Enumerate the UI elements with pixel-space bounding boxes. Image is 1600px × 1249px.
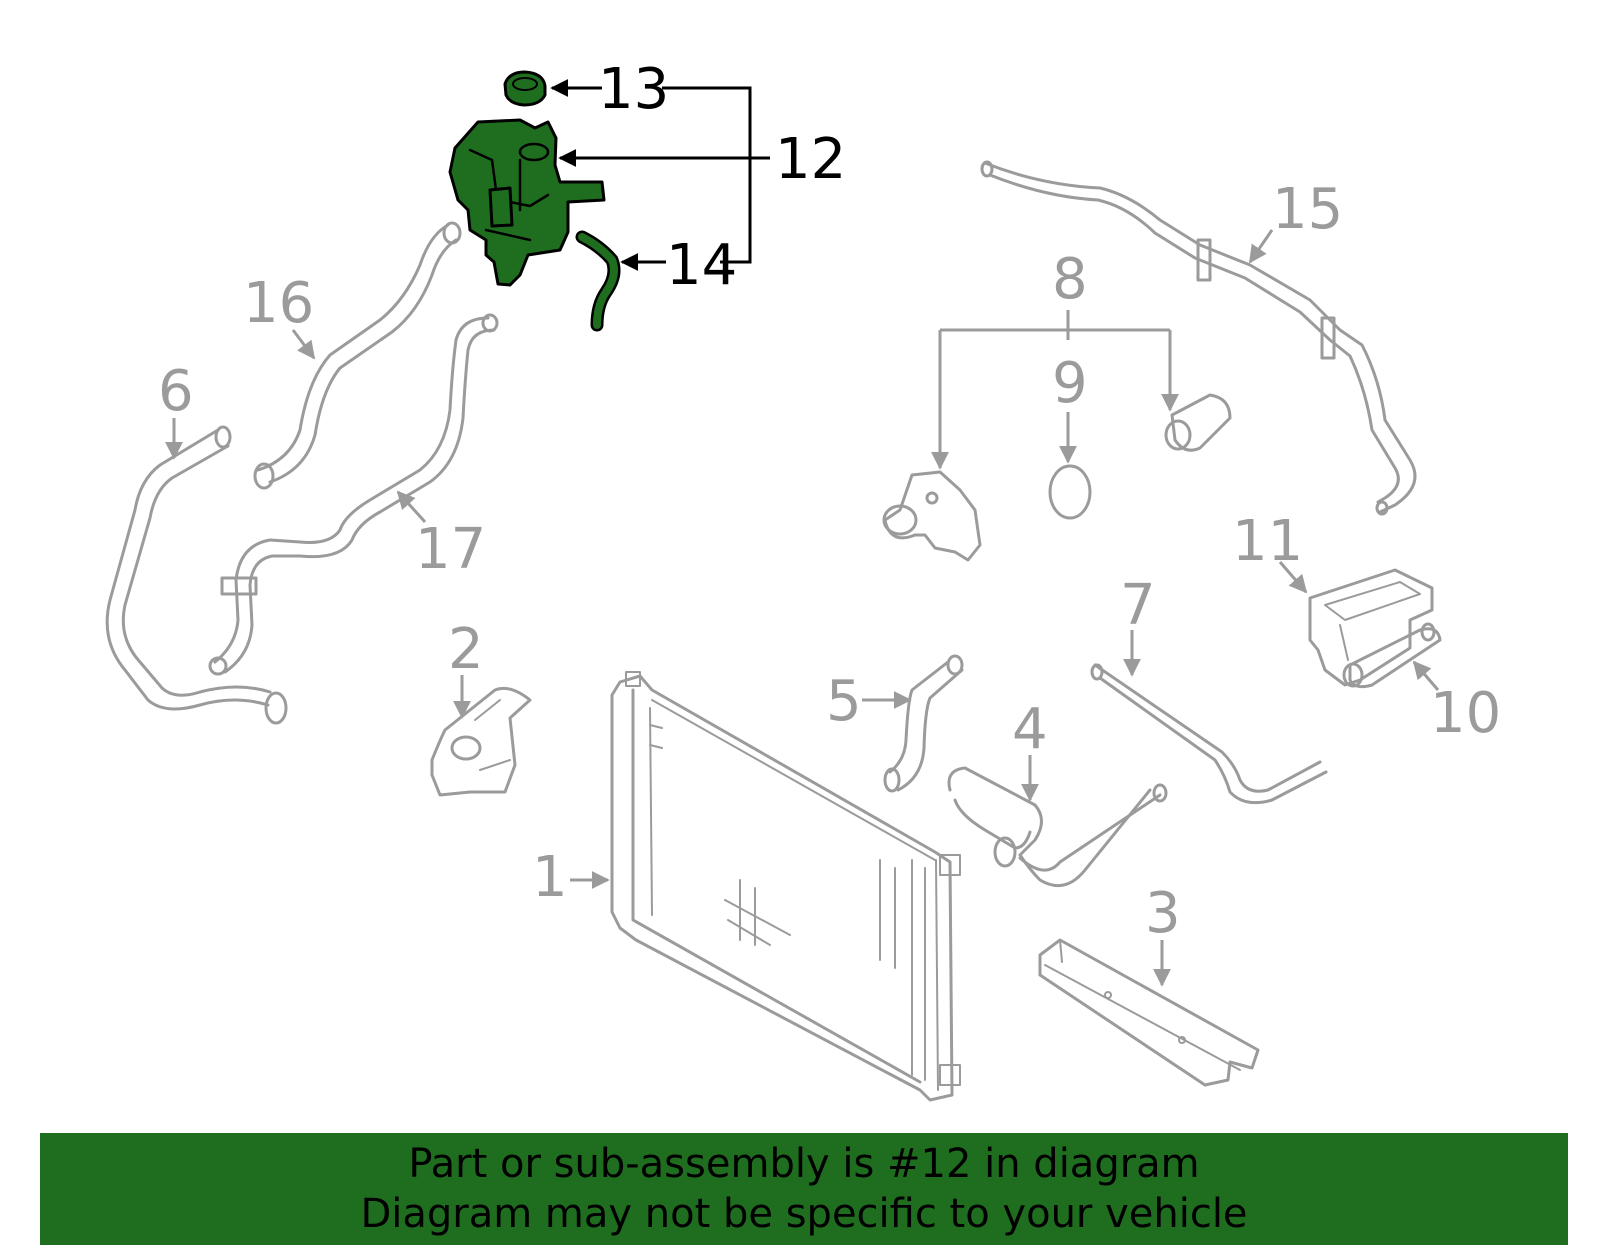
callout-15: 15 (1272, 177, 1343, 242)
callout-14: 14 (666, 233, 737, 298)
callout-7: 7 (1120, 573, 1156, 638)
callout-3: 3 (1145, 881, 1181, 946)
callout-16: 16 (243, 271, 314, 336)
part-8-thermostat-housing[interactable] (882, 470, 982, 562)
part-14-hose[interactable] (575, 230, 621, 332)
callout-6: 6 (158, 359, 194, 424)
part-3-seal[interactable] (1038, 938, 1260, 1087)
callout-17: 17 (415, 517, 486, 582)
part-9-seal[interactable] (1048, 464, 1092, 520)
callout-10: 10 (1430, 681, 1501, 746)
part-10-pipe[interactable] (1342, 622, 1442, 689)
callout-5: 5 (826, 669, 862, 734)
leader-group-8 (931, 310, 1179, 470)
part-1-radiator[interactable] (610, 671, 961, 1102)
part-12-reservoir[interactable] (448, 118, 606, 287)
footer-line-1: Part or sub-assembly is #12 in diagram (408, 1141, 1200, 1187)
part-5-hose[interactable] (883, 654, 964, 793)
part-15-pipe[interactable] (980, 160, 1417, 516)
part-6-hose[interactable] (105, 425, 288, 725)
callout-8: 8 (1052, 247, 1088, 312)
part-11-housing[interactable] (1308, 568, 1434, 687)
part-17-hose[interactable] (208, 313, 499, 676)
part-4-hose[interactable] (947, 766, 1168, 888)
part-8-inlet-pipe[interactable] (1164, 393, 1232, 452)
leader-group-12 (550, 79, 770, 271)
part-13-cap[interactable] (503, 70, 547, 107)
callout-9: 9 (1052, 351, 1088, 416)
callout-1: 1 (532, 845, 568, 910)
callout-12: 12 (775, 127, 846, 192)
callout-4: 4 (1012, 697, 1048, 762)
footer-banner: Part or sub-assembly is #12 in diagram D… (40, 1133, 1568, 1245)
part-16-hose[interactable] (253, 221, 462, 490)
callout-2: 2 (448, 617, 484, 682)
part-7-pipe[interactable] (1090, 663, 1328, 805)
callout-11: 11 (1232, 509, 1303, 574)
footer-line-2: Diagram may not be specific to your vehi… (360, 1191, 1248, 1237)
part-2-bracket[interactable] (430, 686, 532, 797)
callout-13: 13 (598, 57, 669, 122)
